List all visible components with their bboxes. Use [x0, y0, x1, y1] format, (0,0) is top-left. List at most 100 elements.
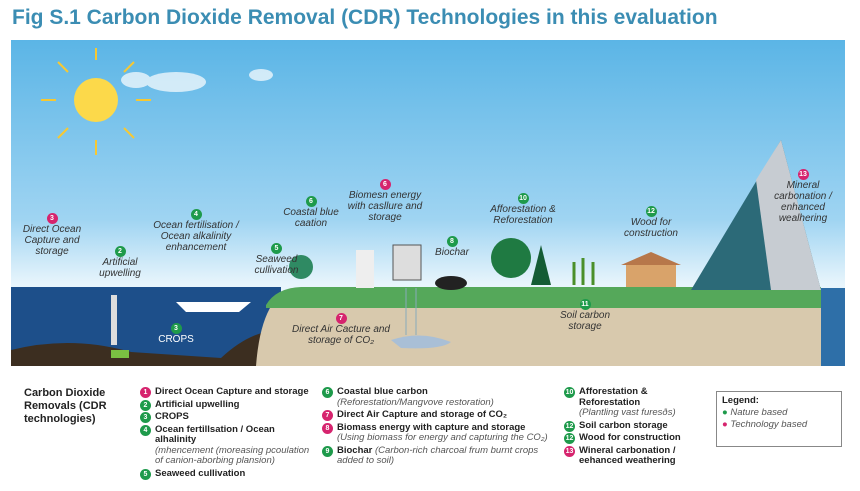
type-legend-heading: Legend:: [722, 395, 759, 406]
scene-label-text: Biomesn energy with casllure and storage: [347, 190, 423, 223]
number-badge: 3: [46, 213, 58, 224]
legend-item-description: (Using biomass for energy and capturing …: [337, 432, 548, 443]
ship-icon: [176, 302, 251, 312]
tree-icon: [289, 238, 551, 285]
number-badge: 1: [140, 387, 151, 398]
scene-label-text: Soil carbon storage: [559, 310, 611, 332]
grass: [266, 287, 821, 308]
number-badge: 10: [564, 387, 575, 398]
legend-item-title: Soil carbon storage: [579, 419, 668, 431]
cloud-icon: [121, 69, 273, 92]
legend-item-title: Biochar: [337, 444, 373, 456]
legend-item-title: Direct Air Capture and storage of CO₂: [337, 409, 508, 420]
legend-item-description: (mhencement (moreasing pcoulation of can…: [155, 444, 310, 466]
legend-list-column-3: 10 Afforestation & Reforestation(Plantlin…: [564, 386, 710, 469]
legend-item: 4 Ocean fertillsation / Ocean alhalinity(…: [140, 423, 318, 467]
legend-item-title: Wood for construction: [579, 432, 681, 443]
legend-item: 7 Direct Air Capture and storage of CO₂: [322, 409, 560, 421]
type-legend-box: Legend: ● Nature based ● Technology base…: [716, 391, 842, 447]
legend-item-title: Coastal blue carbon: [337, 386, 428, 397]
scene-label-text: Coastal blue caation: [283, 207, 339, 229]
legend-item-description: (Plantling vast furesðs): [579, 407, 676, 418]
dac-unit-icon: [392, 244, 422, 281]
number-badge: 10: [517, 193, 529, 204]
number-badge: 11: [579, 299, 591, 310]
nature-dot-icon: ●: [722, 407, 728, 418]
number-badge: 13: [564, 445, 575, 457]
scene-label-text: Direct Air Cacture and storage of CO₂: [292, 324, 390, 346]
number-badge: 6: [322, 387, 333, 398]
legend-item: 12 Wood for construction: [564, 432, 710, 444]
number-badge: 8: [446, 236, 458, 247]
number-badge: 3: [170, 323, 182, 334]
scene-label-text: Afforestation & Reforestation: [490, 204, 556, 226]
technology-legend-label: Technology based: [730, 419, 808, 430]
co2-storage-icon: [391, 335, 451, 349]
number-badge: 13: [797, 169, 809, 180]
legend-list-column-1: 1 Direct Ocean Capture and storage 2 Artif…: [140, 386, 318, 481]
legend-item-description: (Carbon-rich charcoal frum burnt crops a…: [337, 444, 539, 466]
legend-item: 9 Biochar (Carbon-rich charcoal frum burn…: [322, 444, 560, 467]
legend-item-title: Biomass energy with capture and storage: [337, 421, 526, 433]
number-badge: 4: [190, 209, 202, 220]
legend-item: 3 CROPS: [140, 411, 318, 423]
number-badge: 7: [322, 410, 333, 421]
legend-item-title: Wineral carbonation / eehanced weatherin…: [579, 444, 676, 466]
legend-item-title: Ocean fertillsation / Ocean alhalinity: [155, 423, 275, 445]
legend-item-title: Afforestation & Reforestation: [579, 386, 648, 408]
scene-label-text: Seaweed cullivation: [254, 254, 299, 276]
scene-label-text: Direct Ocean Capture and storage: [22, 224, 82, 257]
scene-label-text: Ocean fertilisation / Ocean alkalinity e…: [153, 220, 239, 253]
legend-item: 1 Direct Ocean Capture and storage: [140, 386, 318, 398]
legend-item: 13 Wineral carbonation / eehanced weather…: [564, 444, 710, 467]
figure-title: Fig S.1 Carbon Dioxide Removal (CDR) Tec…: [12, 6, 718, 29]
number-badge: 12: [564, 433, 575, 444]
legend-item: 2 Artificial upwelling: [140, 398, 318, 411]
legend-item-title: CROPS: [155, 411, 189, 422]
legend-heading: Carbon Dioxide Removals (CDR technologie…: [24, 387, 107, 425]
scene-label-text: Artificial upwelling: [99, 257, 141, 279]
scene-label-text: CROPS: [158, 334, 194, 345]
number-badge: 4: [140, 424, 151, 436]
legend-list-column-2: 6 Coastal blue carbon(Reforestation/Mangv…: [322, 386, 560, 469]
scene-label-text: Wood for construction: [624, 217, 678, 239]
house-icon: [626, 265, 676, 287]
number-badge: 12: [564, 420, 575, 432]
crops-icon: [572, 258, 595, 285]
scene-label-text: Biochar: [435, 247, 469, 258]
upwelling-pipe-icon: [111, 295, 117, 345]
nature-legend-label: Nature based: [730, 407, 788, 418]
legend-item-title: Seaweed cullivation: [155, 467, 246, 479]
number-badge: 12: [645, 206, 657, 217]
seaweed-icon: [111, 350, 129, 358]
number-badge: 2: [114, 246, 126, 257]
number-badge: 2: [140, 399, 151, 411]
number-badge: 6: [379, 179, 391, 190]
legend-item-title: Artificial upwelling: [155, 398, 240, 410]
number-badge: 5: [271, 243, 282, 254]
technology-dot-icon: ●: [722, 419, 728, 430]
number-badge: 7: [335, 313, 347, 324]
number-badge: 3: [140, 412, 151, 423]
sun-icon: [41, 48, 151, 155]
biochar-icon: [435, 276, 467, 290]
number-badge: 9: [322, 445, 333, 457]
legend-item-description: (Reforestation/Mangvove restoration): [337, 396, 494, 408]
legend-item-title: Direct Ocean Capture and storage: [155, 386, 309, 397]
number-badge: 6: [305, 196, 317, 207]
